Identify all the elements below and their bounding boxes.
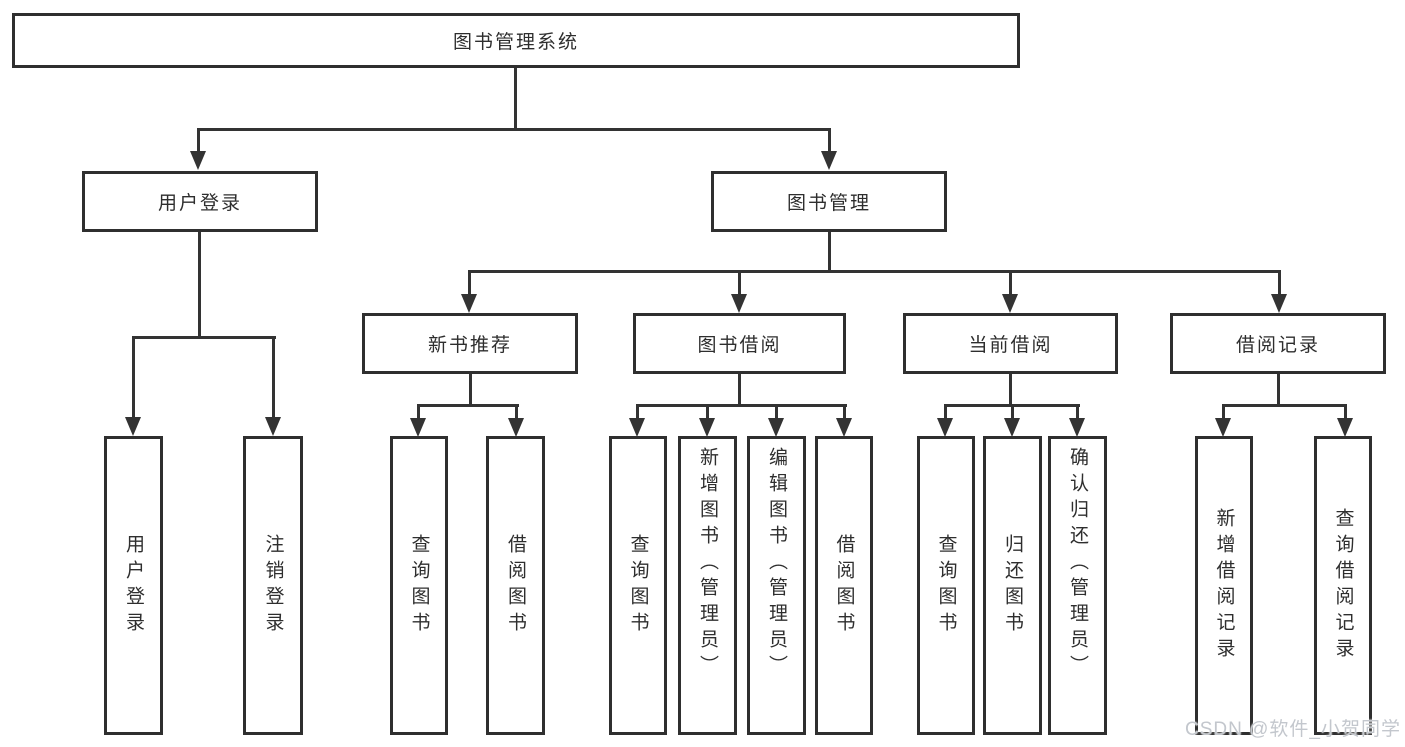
connector-line <box>417 404 519 407</box>
node-label: 图书管理系统 <box>452 32 579 53</box>
arrow-down-icon <box>508 418 524 437</box>
arrow-down-icon <box>410 418 426 437</box>
leaf-label: 查询借阅记录 <box>1332 507 1354 664</box>
leaf-label: 注销登录 <box>262 533 284 638</box>
connector-line <box>515 404 518 420</box>
connector-line <box>843 404 846 420</box>
leaf-label: 编辑图书（管理员） <box>766 447 787 681</box>
arrow-down-icon <box>937 418 953 437</box>
arrow-down-icon <box>629 418 645 437</box>
connector-line <box>132 336 135 418</box>
leaf-label: 归还图书 <box>1002 533 1023 638</box>
connector-line <box>1344 404 1347 420</box>
arrow-down-icon <box>461 294 477 313</box>
connector-line <box>272 336 275 418</box>
connector-line <box>1277 374 1280 407</box>
arrow-down-icon <box>821 151 837 170</box>
connector-line <box>828 128 831 153</box>
leaf-edit-books-admin: 编辑图书（管理员） <box>747 436 806 735</box>
connector-line <box>738 270 741 295</box>
leaf-label: 新增借阅记录 <box>1213 507 1235 664</box>
leaf-search-books-3: 查询图书 <box>917 436 975 735</box>
node-label: 用户登录 <box>157 193 242 214</box>
node-label: 图书借阅 <box>697 335 782 356</box>
leaf-add-borrow-record: 新增借阅记录 <box>1195 436 1253 735</box>
arrow-down-icon <box>1215 418 1231 437</box>
leaf-label: 查询图书 <box>408 533 430 638</box>
connector-line <box>1222 404 1346 407</box>
connector-line <box>132 336 276 339</box>
leaf-user-login: 用户登录 <box>104 436 163 735</box>
node-label: 新书推荐 <box>427 335 512 356</box>
leaf-borrow-books-2: 借阅图书 <box>815 436 873 735</box>
node-current-borrowing: 当前借阅 <box>903 313 1118 374</box>
connector-line <box>944 404 947 420</box>
node-library-management-system: 图书管理系统 <box>12 13 1020 68</box>
arrow-down-icon <box>1271 294 1287 313</box>
connector-line <box>1011 404 1014 420</box>
leaf-borrow-books-1: 借阅图书 <box>486 436 545 735</box>
connector-line <box>469 374 472 407</box>
leaf-search-borrow-record: 查询借阅记录 <box>1314 436 1372 735</box>
node-new-book-recommendation: 新书推荐 <box>362 313 578 374</box>
connector-line <box>828 232 831 273</box>
arrow-down-icon <box>265 417 281 436</box>
arrow-down-icon <box>1337 418 1353 437</box>
leaf-label: 借阅图书 <box>833 533 855 638</box>
connector-line <box>1009 270 1012 295</box>
node-book-management: 图书管理 <box>711 171 947 232</box>
connector-line <box>468 270 471 295</box>
connector-line <box>636 404 639 420</box>
arrow-down-icon <box>699 418 715 437</box>
node-borrowing-records: 借阅记录 <box>1170 313 1386 374</box>
arrow-down-icon <box>125 417 141 436</box>
leaf-add-books-admin: 新增图书（管理员） <box>678 436 737 735</box>
connector-line <box>417 404 420 420</box>
connector-line <box>514 68 517 128</box>
connector-line <box>197 128 831 131</box>
leaf-logout: 注销登录 <box>243 436 303 735</box>
connector-line <box>738 374 741 407</box>
connector-line <box>468 270 1281 273</box>
leaf-label: 查询图书 <box>935 533 957 638</box>
connector-line <box>1009 374 1012 407</box>
arrow-down-icon <box>1002 294 1018 313</box>
node-user-login: 用户登录 <box>82 171 318 232</box>
leaf-label: 确认归还（管理员） <box>1067 447 1088 681</box>
node-label: 借阅记录 <box>1235 335 1320 356</box>
leaf-label: 借阅图书 <box>505 533 526 638</box>
leaf-confirm-return-admin: 确认归还（管理员） <box>1048 436 1107 735</box>
connector-line <box>775 404 778 420</box>
connector-line <box>198 232 201 339</box>
leaf-search-books-1: 查询图书 <box>390 436 448 735</box>
leaf-search-books-2: 查询图书 <box>609 436 667 735</box>
arrow-down-icon <box>836 418 852 437</box>
leaf-return-books: 归还图书 <box>983 436 1042 735</box>
arrow-down-icon <box>190 151 206 170</box>
leaf-label: 查询图书 <box>627 533 649 638</box>
node-book-borrowing: 图书借阅 <box>633 313 846 374</box>
node-label: 图书管理 <box>786 193 871 214</box>
connector-line <box>636 404 847 407</box>
connector-line <box>1278 270 1281 295</box>
csdn-watermark: CSDN @软件_小贺同学 <box>1185 719 1401 740</box>
arrow-down-icon <box>731 294 747 313</box>
leaf-label: 用户登录 <box>123 533 144 638</box>
arrow-down-icon <box>768 418 784 437</box>
connector-line <box>197 128 200 153</box>
arrow-down-icon <box>1069 418 1085 437</box>
connector-line <box>1076 404 1079 420</box>
connector-line <box>706 404 709 420</box>
leaf-label: 新增图书（管理员） <box>697 447 718 681</box>
connector-line <box>1222 404 1225 420</box>
arrow-down-icon <box>1004 418 1020 437</box>
node-label: 当前借阅 <box>968 335 1053 356</box>
